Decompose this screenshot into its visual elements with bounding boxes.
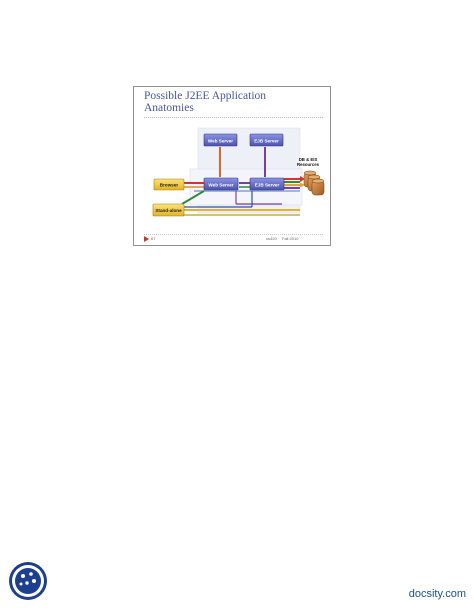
web-server-top-box — [203, 133, 238, 147]
ejb-server-top-box — [249, 133, 284, 147]
footer-term: Fall 2010 — [282, 236, 299, 241]
title-divider — [144, 117, 323, 118]
db-resources-icon — [303, 170, 325, 196]
docsity-logo-icon[interactable] — [7, 560, 49, 602]
standalone-link-green — [181, 190, 205, 205]
web-server-top-label: Web Server — [208, 138, 233, 143]
web-server-mid-box — [203, 177, 239, 191]
footer-course: cs420 — [266, 236, 277, 241]
footer-page-number: 67 — [151, 236, 156, 241]
db-label-line2: Resources — [297, 162, 320, 167]
standalone-box — [152, 203, 185, 217]
footer-arrow-icon — [144, 236, 149, 242]
arrowhead-yellow — [300, 182, 305, 188]
architecture-diagram: Web Server EJB Server Browser Web Server… — [152, 127, 325, 217]
docsity-brand-link[interactable]: docsity.com — [408, 588, 466, 600]
slide-title: Possible J2EE Application Anatomies — [144, 90, 267, 114]
browser-label: Browser — [160, 183, 179, 188]
slide: Possible J2EE Application Anatomies — [133, 86, 331, 246]
arrowhead-red — [300, 176, 305, 182]
web-server-mid-label: Web Server — [208, 182, 233, 187]
ejb-server-mid-box — [249, 177, 285, 191]
standalone-label: Stand-alone — [155, 208, 182, 213]
browser-box — [153, 178, 185, 191]
db-label-line1: DB & EIS — [299, 157, 318, 162]
ejb-server-mid-label: EJB Server — [255, 182, 280, 187]
footer-divider — [144, 234, 323, 235]
ejb-server-top-label: EJB Server — [254, 138, 279, 143]
